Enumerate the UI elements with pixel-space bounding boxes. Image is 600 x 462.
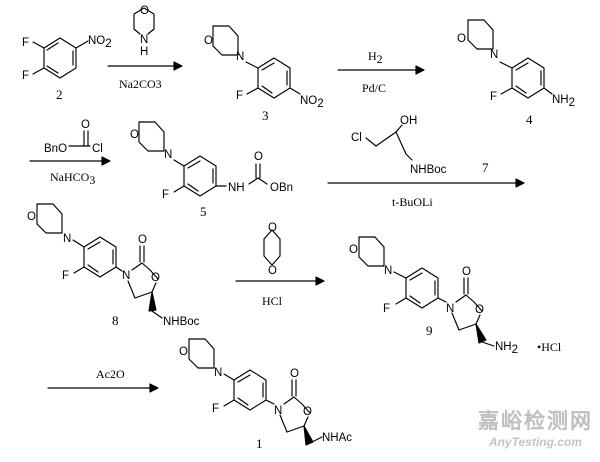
atom-o: O: [179, 346, 188, 358]
compound-label-1: 1: [256, 436, 263, 451]
reagent-nahco3: NaHCO3: [50, 170, 95, 187]
compound-label-8: 8: [112, 313, 119, 328]
atom-o: O: [151, 272, 160, 284]
compound-8-structure: O N F N O O NHBoc 8: [27, 203, 200, 328]
compound-2-structure: F F NO2 2: [22, 35, 112, 102]
carbamate-nh: NH: [228, 182, 245, 194]
compound-label-9: 9: [426, 323, 433, 338]
atom-n: N: [236, 51, 244, 63]
atom-o: O: [81, 119, 90, 131]
atom-n: N: [384, 265, 392, 277]
atom-h: H: [140, 46, 148, 58]
watermark-en: AnyTesting.com: [488, 435, 582, 449]
compound-4-structure: O N F NH2 4: [457, 19, 575, 127]
cbz-chloride-reagent: BnO O Cl: [44, 119, 103, 155]
nitro-group: NO2: [88, 35, 112, 50]
watermark: 嘉峪检测网 AnyTesting.com: [478, 409, 593, 449]
benzyloxy-group: BnO: [44, 143, 67, 155]
nhboc-group: NHBoc: [163, 316, 200, 328]
compound-1-structure: O N F N O O NHAc 1: [179, 338, 352, 451]
compound-label-2: 2: [56, 87, 63, 102]
atom-f: F: [62, 270, 69, 282]
atom-o: O: [303, 406, 312, 418]
atom-o: O: [349, 244, 358, 256]
hydrochloride-salt: •HCl: [537, 340, 562, 354]
atom-f: F: [490, 91, 497, 103]
atom-o: O: [140, 5, 149, 17]
atom-f: F: [22, 70, 29, 82]
atom-n: N: [214, 367, 222, 379]
atom-cl: Cl: [351, 132, 362, 144]
atom-o: O: [254, 151, 263, 163]
atom-o: O: [462, 266, 471, 278]
atom-n: N: [164, 149, 172, 161]
atom-n: N: [140, 34, 148, 46]
atom-f: F: [236, 90, 243, 102]
compound-7-structure: Cl OH NHBoc 7: [351, 115, 489, 176]
compound-label-4: 4: [526, 112, 533, 127]
atom-cl: Cl: [92, 143, 103, 155]
atom-f: F: [212, 403, 219, 415]
reaction-arrow-1: [107, 61, 183, 71]
reaction-arrow-5: [235, 276, 325, 286]
atom-o: O: [138, 234, 147, 246]
dioxane-reagent: O O: [263, 222, 281, 277]
reagent-na2co3: Na2CO3: [119, 77, 162, 91]
compound-label-3: 3: [262, 108, 269, 123]
reagent-tbuoli: t-BuOLi: [392, 195, 433, 209]
atom-o: O: [290, 368, 299, 380]
amine-group: NH2: [552, 94, 575, 109]
atom-o: O: [204, 35, 213, 47]
reagent-hcl: HCl: [262, 294, 283, 308]
reaction-arrow-2: [337, 65, 425, 75]
reagent-ac2o: Ac2O: [96, 367, 125, 381]
atom-o: O: [457, 33, 466, 45]
compound-label-5: 5: [200, 204, 207, 219]
reaction-arrow-4: [327, 178, 525, 188]
morpholine-reagent: O N H: [133, 5, 155, 58]
atom-o: O: [475, 304, 484, 316]
atom-o: O: [130, 129, 139, 141]
nitro-group: NO2: [300, 95, 324, 110]
atom-n: N: [122, 270, 130, 282]
nhboc-group: NHBoc: [410, 164, 447, 176]
hydroxyl-group: OH: [400, 115, 417, 127]
reagent-pd-c: Pd/C: [362, 81, 386, 95]
atom-o: O: [268, 265, 277, 277]
watermark-cn: 嘉峪检测网: [478, 409, 593, 433]
compound-9-structure: O N F N O O NH2 •HCl 9: [349, 236, 562, 356]
compound-5-structure: O N F NH O OBn 5: [130, 121, 293, 219]
atom-n: N: [63, 233, 71, 245]
atom-f: F: [162, 189, 169, 201]
compound-label-7: 7: [482, 160, 489, 175]
amine-group: NH2: [495, 341, 518, 356]
acetamide-group: NHAc: [322, 432, 352, 444]
atom-o: O: [27, 211, 36, 223]
reaction-arrow-3: [29, 156, 111, 166]
atom-f: F: [22, 37, 29, 49]
atom-n: N: [274, 405, 282, 417]
atom-o: O: [268, 222, 277, 234]
reagent-h2: H2: [368, 49, 383, 66]
atom-n: N: [490, 49, 498, 61]
reaction-arrow-6: [47, 383, 159, 393]
compound-3-structure: O N F NO2 3: [204, 25, 324, 123]
atom-n: N: [446, 303, 454, 315]
benzyloxy-group: OBn: [270, 182, 293, 194]
atom-f: F: [383, 303, 390, 315]
